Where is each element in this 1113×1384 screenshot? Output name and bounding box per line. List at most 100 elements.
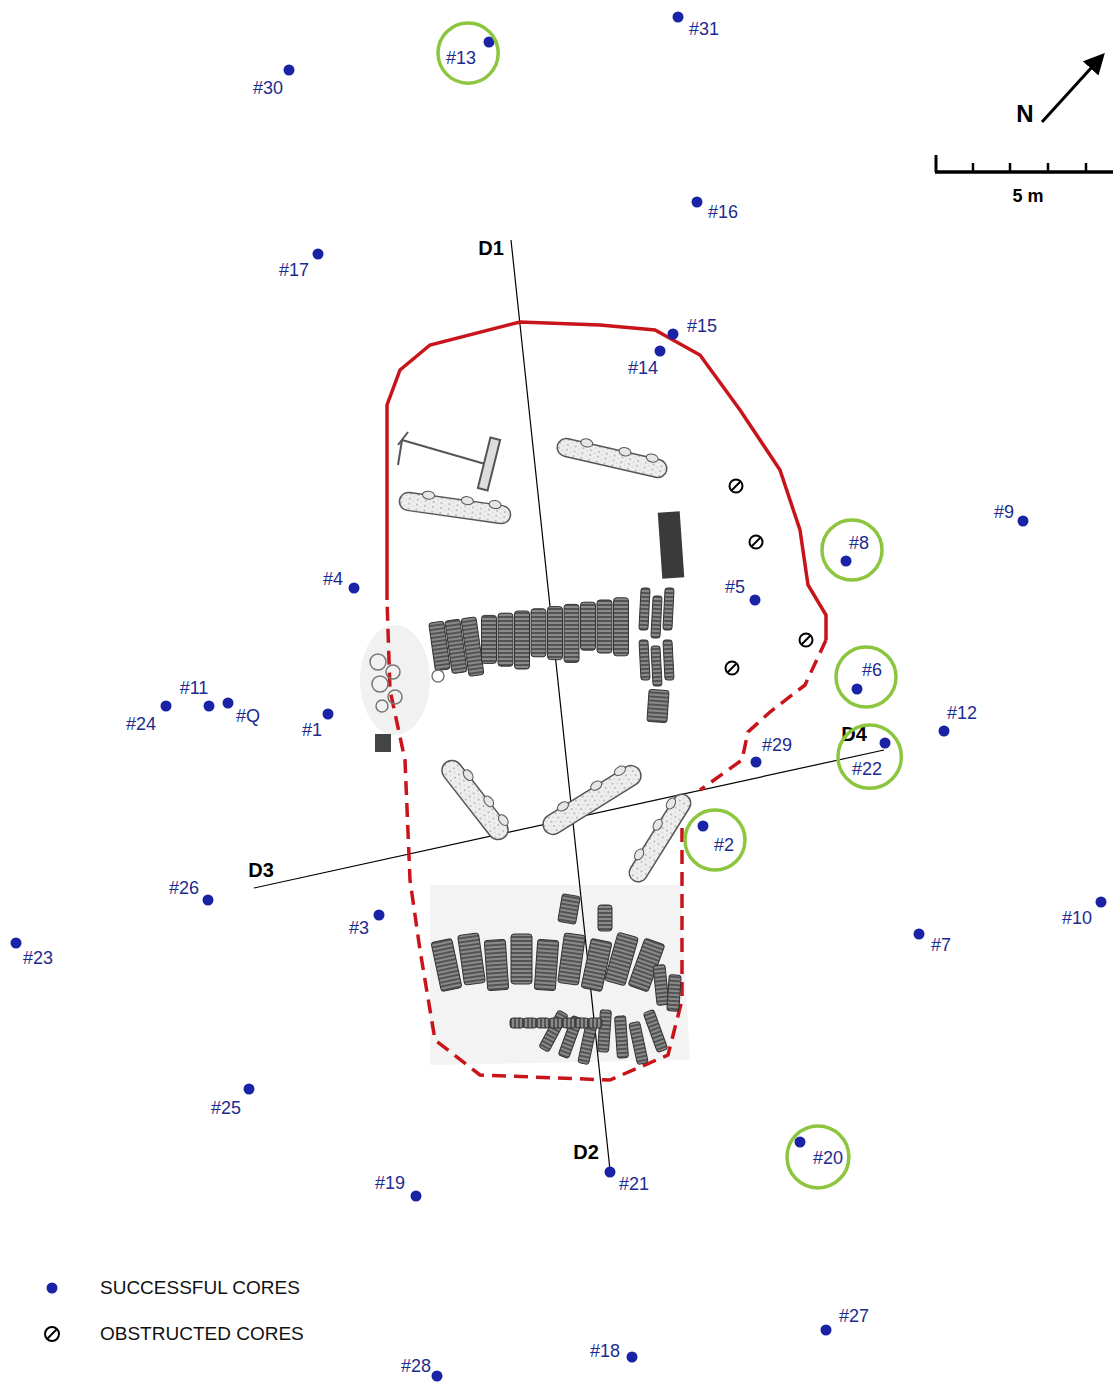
- section-line: [254, 750, 884, 888]
- core-number: #11: [180, 679, 209, 697]
- core-point: [880, 738, 891, 749]
- core-number: #26: [169, 879, 199, 897]
- core-point: [244, 1084, 255, 1095]
- core-number: #5: [725, 578, 745, 596]
- core-point: [349, 583, 360, 594]
- barrel: [461, 617, 484, 677]
- barrel: [643, 1009, 668, 1052]
- barrel: [651, 646, 662, 686]
- barrel: [647, 689, 669, 722]
- ring-finds: [370, 654, 444, 712]
- core-point: [203, 895, 214, 906]
- barrel: [663, 640, 674, 680]
- barrel: [431, 938, 462, 991]
- obstructed-core: [730, 480, 743, 493]
- core-point: [432, 1371, 443, 1382]
- core-point: [1096, 897, 1107, 908]
- timber: [398, 487, 512, 524]
- core-point: [692, 197, 703, 208]
- core-number: #14: [628, 359, 658, 377]
- barrel: [536, 1018, 550, 1028]
- anchor: [398, 432, 500, 490]
- timber: [438, 754, 515, 844]
- core-point: [939, 726, 950, 737]
- highlight-circle: [835, 722, 904, 791]
- obstructed-core: [800, 634, 813, 647]
- core-point: [668, 329, 679, 340]
- core-number: #13: [446, 49, 476, 67]
- core-point: [204, 701, 215, 712]
- barrel: [653, 964, 669, 1005]
- core-point: [852, 684, 863, 695]
- block-find: [375, 734, 391, 752]
- barrel: [639, 588, 650, 630]
- core-point: [795, 1137, 806, 1148]
- core-number: #Q: [236, 707, 260, 725]
- sand-area: [430, 885, 690, 1065]
- core-point: [313, 249, 324, 260]
- core-number: #22: [852, 760, 882, 778]
- core-point: [914, 929, 925, 940]
- barrel: [511, 934, 532, 984]
- barrel: [484, 939, 508, 990]
- barrel: [597, 600, 612, 653]
- section-line: [511, 240, 610, 1170]
- highlighted-core: #22: [835, 722, 904, 791]
- core-number: #10: [1062, 909, 1092, 927]
- legend-dot-symbol: [47, 1283, 58, 1294]
- barrel: [588, 1018, 602, 1028]
- barrel: [482, 615, 497, 663]
- block-find: [658, 511, 685, 578]
- core-number: #24: [126, 715, 156, 733]
- highlighted-core: #13: [435, 20, 501, 86]
- core-point: [673, 12, 684, 23]
- core-number: #2: [714, 836, 734, 854]
- core-point: [284, 65, 295, 76]
- core-number: #21: [619, 1175, 649, 1193]
- core-number: #23: [23, 949, 53, 967]
- core-number: #17: [279, 261, 309, 279]
- section-label: D2: [573, 1142, 599, 1162]
- core-number: #30: [253, 79, 283, 97]
- core-number: #9: [994, 503, 1014, 521]
- core-number: #31: [689, 20, 719, 38]
- scale-bar: [935, 155, 1113, 172]
- core-point: [698, 821, 709, 832]
- legend-entry: OBSTRUCTED CORES: [100, 1324, 304, 1343]
- barrel: [548, 607, 563, 660]
- barrel: [581, 602, 596, 650]
- highlighted-core: #6: [833, 644, 899, 710]
- barrel: [598, 905, 612, 931]
- core-point: [223, 698, 234, 709]
- section-label: D1: [478, 238, 504, 258]
- core-point: [841, 556, 852, 567]
- timber: [555, 433, 669, 480]
- scale-label: 5 m: [1012, 187, 1043, 205]
- highlighted-core: #8: [819, 517, 885, 583]
- barrel: [614, 598, 629, 656]
- core-number: #3: [349, 919, 369, 937]
- obstructed-core: [726, 662, 739, 675]
- core-number: #20: [813, 1149, 843, 1167]
- site-outline: [387, 600, 826, 1080]
- timber: [622, 789, 694, 885]
- legend-obstructed-symbol: [45, 1327, 59, 1341]
- core-number: #1: [302, 721, 322, 739]
- core-number: #28: [401, 1357, 431, 1375]
- barrel: [510, 1018, 524, 1028]
- barrel: [534, 939, 558, 990]
- core-number: #15: [687, 317, 717, 335]
- core-point: [750, 595, 761, 606]
- core-point: [374, 910, 385, 921]
- site-outline: [387, 322, 826, 640]
- barrel: [581, 938, 612, 991]
- barrel: [598, 1010, 612, 1053]
- north-label: N: [1016, 102, 1033, 126]
- section-label: D3: [248, 860, 274, 880]
- highlighted-core: #20: [784, 1123, 852, 1191]
- barrel: [558, 933, 586, 985]
- core-number: #8: [849, 534, 869, 552]
- core-point: [627, 1352, 638, 1363]
